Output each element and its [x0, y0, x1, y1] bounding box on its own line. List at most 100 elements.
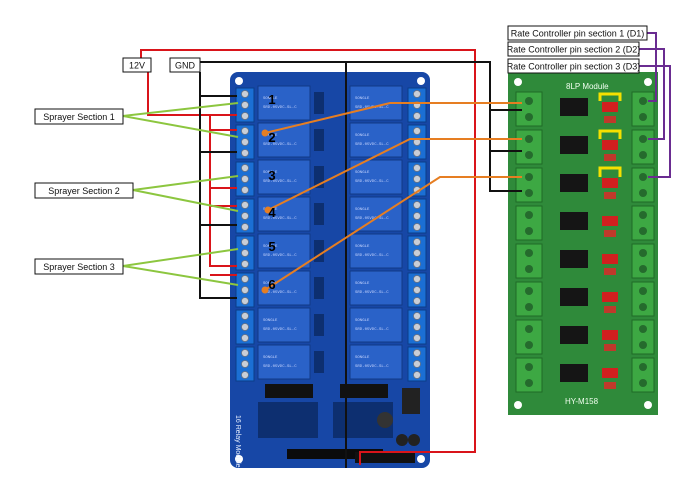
terminal-screw: [413, 90, 421, 98]
label-rate-d3-text: Rate Controller pin section 3 (D3): [507, 62, 641, 72]
terminal-screw: [525, 151, 533, 159]
terminal-screw: [413, 223, 421, 231]
relay-channel-number: 4: [268, 205, 276, 220]
label-sprayer-3-text: Sprayer Section 3: [43, 262, 115, 272]
optocoupler-chip: [560, 212, 588, 230]
opto-module-model: HY-M158: [565, 397, 599, 406]
relay-channel-number: 1: [268, 92, 275, 107]
relay-cube-right: [349, 85, 403, 121]
relay-model-text: SRD-05VDC-SL-C: [355, 365, 389, 369]
terminal-screw: [413, 238, 421, 246]
terminal-screw: [241, 112, 249, 120]
terminal-screw: [241, 312, 249, 320]
relay-cube-left: [257, 233, 311, 269]
terminal-screw: [639, 265, 647, 273]
terminal-screw: [639, 113, 647, 121]
relay-brand-text: SONGLE: [263, 245, 278, 249]
relay-cube-right: [349, 122, 403, 158]
opto-jumpers: [598, 92, 622, 177]
relay-model-text: SRD-05VDC-SL-C: [355, 254, 389, 258]
relay-cube-right: [349, 270, 403, 306]
terminal-screw: [241, 360, 249, 368]
terminal-screw: [413, 360, 421, 368]
terminal-screw: [413, 112, 421, 120]
terminal-screw: [413, 149, 421, 157]
relay-brand-text: SONGLE: [263, 319, 278, 323]
relay-driver-chip: [314, 129, 324, 151]
label-sprayer-3: Sprayer Section 3: [34, 258, 124, 275]
relay-brand-text: SONGLE: [355, 282, 370, 286]
relay-brand-text: SONGLE: [355, 208, 370, 212]
wires-rate-controller: [639, 32, 671, 178]
jumper-header: [602, 330, 618, 340]
terminal-screw: [241, 164, 249, 172]
relay-brand-text: SONGLE: [355, 356, 370, 360]
terminal-screw: [639, 379, 647, 387]
terminal-screw: [241, 349, 249, 357]
terminal-screw: [241, 101, 249, 109]
relay-cubes: SONGLE SRD-05VDC-SL-C SONGLE SRD-05VDC-SL-C…: [257, 85, 403, 380]
jumper-header: [604, 382, 616, 389]
relay-brand-text: SONGLE: [355, 245, 370, 249]
relay-brand-text: SONGLE: [263, 134, 278, 138]
terminal-screw: [525, 97, 533, 105]
jumper-header: [604, 306, 616, 313]
terminal-screw: [241, 127, 249, 135]
label-rate-d1: Rate Controller pin section 1 (D1): [507, 25, 648, 41]
relay-brand-text: SONGLE: [355, 171, 370, 175]
terminal-screw: [525, 265, 533, 273]
terminal-screw: [639, 341, 647, 349]
label-rate-d1-text: Rate Controller pin section 1 (D1): [511, 29, 645, 39]
terminal-screw: [241, 201, 249, 209]
terminal-screw: [413, 334, 421, 342]
terminal-screw: [525, 189, 533, 197]
relay-channel-number: 3: [268, 168, 275, 183]
relay-driver-chip: [314, 277, 324, 299]
relay-cube-left: [257, 159, 311, 195]
terminal-screw: [525, 249, 533, 257]
relay-channel-number: 2: [268, 130, 275, 145]
terminal-screw: [413, 371, 421, 379]
label-rate-d3: Rate Controller pin section 3 (D3): [507, 58, 641, 74]
opto-terminal-block-right: [631, 357, 655, 393]
terminal-screw: [241, 90, 249, 98]
jumper-header: [604, 154, 616, 161]
wire-12v-main: [140, 49, 476, 465]
label-12v-text: 12V: [129, 61, 145, 71]
jumper-header: [604, 230, 616, 237]
optocoupler-chip: [560, 98, 588, 116]
opto-module: 8LP Module HY-M158: [508, 72, 658, 415]
terminal-screw: [525, 379, 533, 387]
terminal-screw: [525, 363, 533, 371]
relay-cube-left: [257, 85, 311, 121]
relay-brand-text: SONGLE: [263, 97, 278, 101]
terminal-screw: [639, 135, 647, 143]
relay-model-text: SRD-05VDC-SL-C: [355, 217, 389, 221]
relay-terminal-strip-left: [235, 87, 255, 382]
terminal-screw: [413, 260, 421, 268]
terminal-screw: [241, 249, 249, 257]
terminal-screw: [413, 297, 421, 305]
terminal-screw: [413, 164, 421, 172]
terminal-screw: [525, 303, 533, 311]
relay-driver-chip: [314, 314, 324, 336]
label-sprayer-2: Sprayer Section 2: [34, 182, 134, 199]
opto-components: [560, 98, 618, 389]
label-gnd: GND: [169, 57, 201, 73]
terminal-screw: [639, 97, 647, 105]
label-sprayer-1: Sprayer Section 1: [34, 108, 124, 125]
label-rate-d2: Rate Controller pin section 2 (D2): [507, 41, 641, 57]
terminal-screw: [413, 312, 421, 320]
jumper-header: [602, 178, 618, 188]
relay-model-text: SRD-05VDC-SL-C: [263, 291, 297, 295]
relay-cube-right: [349, 233, 403, 269]
relay-driver-chip: [314, 351, 324, 373]
terminal-screw: [639, 363, 647, 371]
wires-12v: [140, 49, 476, 465]
label-rate-d2-text: Rate Controller pin section 2 (D2): [507, 45, 641, 55]
terminal-screw: [413, 275, 421, 283]
terminal-screw: [525, 227, 533, 235]
jumper-header: [604, 192, 616, 199]
terminal-screw: [413, 249, 421, 257]
